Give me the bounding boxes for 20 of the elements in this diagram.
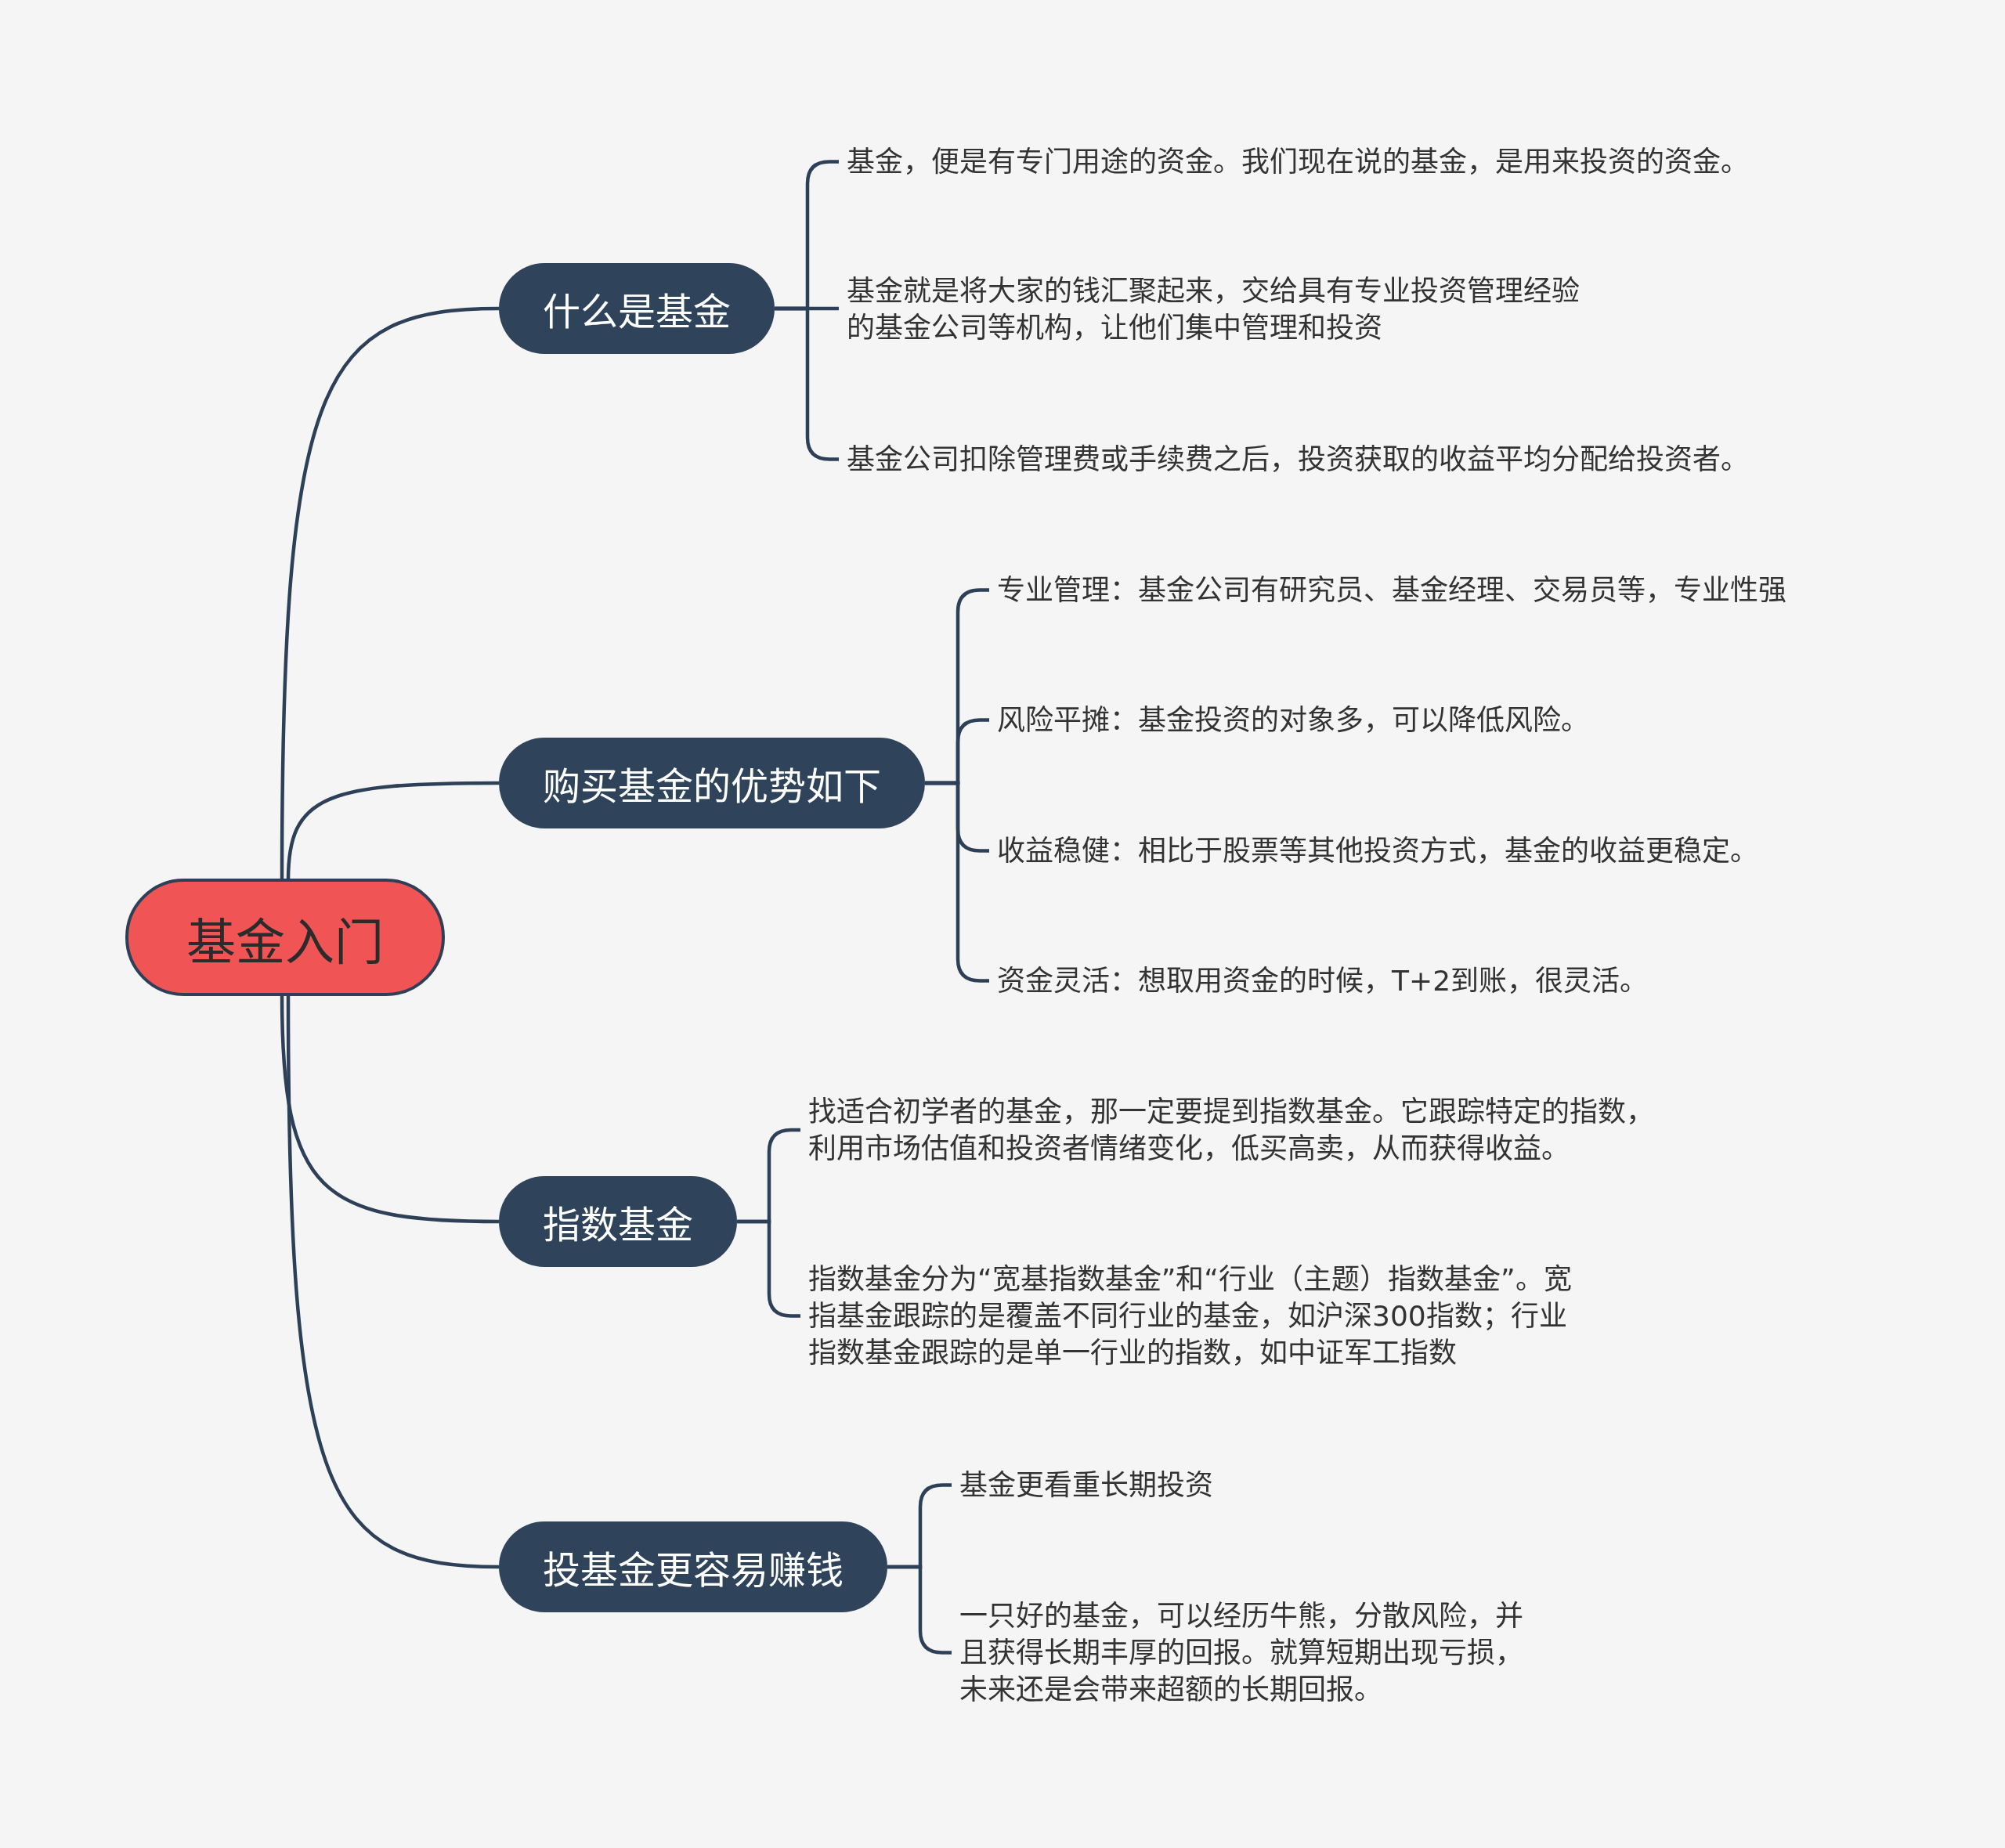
subtopic-text: 基金公司扣除管理费或手续费之后，投资获取的收益平均分配给投资者。 [839, 441, 1749, 478]
subtopic-text: 指数基金分为“宽基指数基金”和“行业（主题）指数基金”。宽指基金跟踪的是覆盖不同行业的基金，如沪深300指数；行业指数基金跟踪的是单一行业的指数，如中证军工指数 [800, 1261, 1591, 1371]
subtopic-text: 基金就是将大家的钱汇聚起来，交给具有专业投资管理经验的基金公司等机构，让他们集中管理和投资 [839, 273, 1589, 346]
connector-line [286, 781, 499, 881]
subtopic-text: 收益稳健：相比于股票等其他投资方式，基金的收益更稳定。 [989, 832, 1758, 869]
branch-topic: 指数基金 [499, 1176, 737, 1267]
connector-line [286, 994, 500, 1569]
subtopic-text: 一只好的基金，可以经历牛熊，分散风险，并且获得长期丰厚的回报。就算短期出现亏损，未来还是会带来超额的长期回报。 [952, 1597, 1541, 1708]
subtopic-text: 找适合初学者的基金，那一定要提到指数基金。它跟踪特定的指数，利用市场估值和投资者情绪变化，低买高卖，从而获得收益。 [800, 1093, 1671, 1167]
subtopic-text: 风险平摊：基金投资的对象多，可以降低风险。 [989, 702, 1589, 738]
subtopic-text: 基金更看重长期投资 [952, 1467, 1213, 1503]
branch-topic: 购买基金的优势如下 [499, 738, 925, 828]
subtopic-text: 资金灵活：想取用资金的时候，T+2到账，很灵活。 [989, 962, 1649, 999]
connector-line [280, 306, 500, 880]
branch-topic: 什么是基金 [499, 263, 775, 354]
subtopic-text: 基金，便是有专门用途的资金。我们现在说的基金，是用来投资的资金。 [839, 143, 1749, 180]
subtopic-text: 专业管理：基金公司有研究员、基金经理、交易员等，专业性强 [989, 572, 1786, 608]
central-topic: 基金入门 [125, 879, 445, 996]
branch-topic: 投基金更容易赚钱 [499, 1521, 887, 1612]
connector-line [280, 994, 500, 1224]
